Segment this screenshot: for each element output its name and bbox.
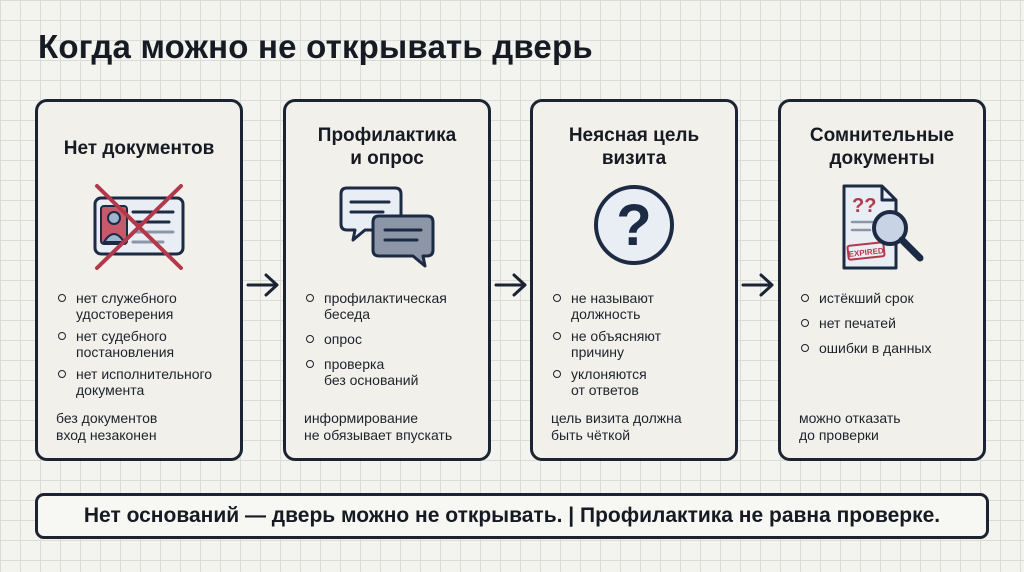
arrow-right-icon xyxy=(494,273,527,297)
document-magnifier-icon: ?? EXPIRED xyxy=(832,182,932,277)
page-title: Когда можно не открывать дверь xyxy=(38,28,593,65)
list-item: истёкший срок xyxy=(799,290,973,306)
list-item: опрос xyxy=(304,331,478,347)
question-circle-icon: ? xyxy=(584,182,684,277)
arrow-right-icon xyxy=(741,273,774,297)
card-title: Нет документов xyxy=(63,138,215,159)
svg-text:?: ? xyxy=(616,193,651,258)
svg-text:??: ?? xyxy=(852,195,876,217)
bullet-list: истёкший срок нет печатей ошибки в данны… xyxy=(799,290,973,362)
svg-text:EXPIRED: EXPIRED xyxy=(848,246,884,259)
crossed-id-card-icon xyxy=(89,182,189,277)
list-item: ошибки в данных xyxy=(799,340,973,356)
chat-bubbles-icon xyxy=(337,182,437,277)
list-item: нет печатей xyxy=(799,315,973,331)
summary-banner: Нет оснований — дверь можно не открывать… xyxy=(35,493,989,539)
arrow-right-icon xyxy=(246,273,279,297)
